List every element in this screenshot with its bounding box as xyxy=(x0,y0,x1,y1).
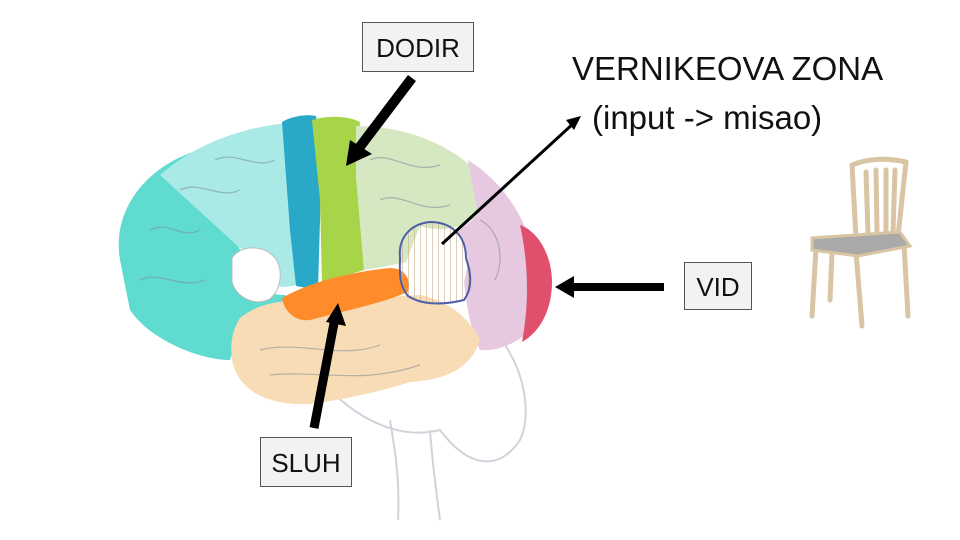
brain-folds xyxy=(139,156,501,377)
wernicke-title: VERNIKEOVA ZONA xyxy=(572,50,884,87)
frontal-lobe xyxy=(118,150,291,360)
arrow-touch xyxy=(346,74,416,166)
chair-seat xyxy=(810,230,913,258)
arrow-hearing xyxy=(309,303,346,429)
cerebellum-outline xyxy=(329,344,527,463)
arrow-vision xyxy=(555,276,664,298)
brainstem-outline xyxy=(389,419,441,521)
arrow-wernicke xyxy=(440,116,581,246)
auditory-cortex xyxy=(282,268,410,321)
occipital-lobe xyxy=(458,160,540,351)
label-touch: DODIR xyxy=(362,22,474,72)
temporal-lobe xyxy=(231,295,480,405)
wernicke-area xyxy=(398,220,472,305)
visual-cortex xyxy=(520,225,552,342)
chair-illustration xyxy=(809,156,911,329)
motor-cortex xyxy=(282,115,322,290)
insula-gap xyxy=(231,247,281,303)
wernicke-subtitle: (input -> misao) xyxy=(592,99,823,136)
parietal-lobe xyxy=(356,126,478,270)
label-vision: VID xyxy=(684,262,752,310)
label-hearing: SLUH xyxy=(260,437,352,487)
